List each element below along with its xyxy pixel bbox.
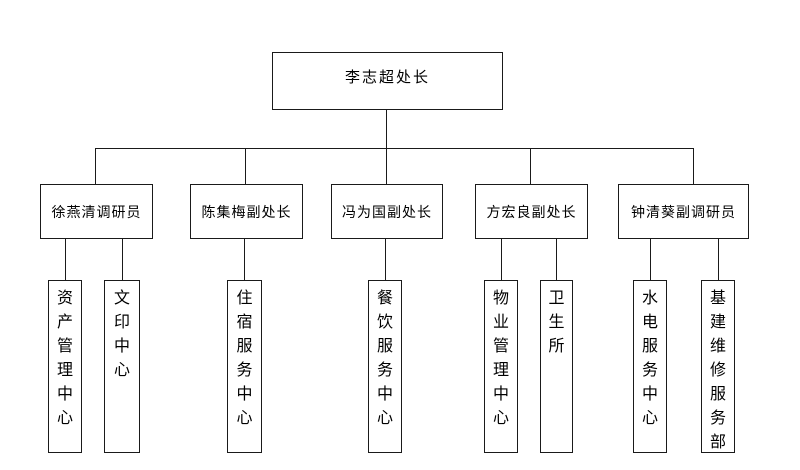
- connector-level1-bus: [95, 148, 694, 149]
- connector-drop-unit-7: [718, 239, 719, 280]
- connector-drop-branch-2: [386, 148, 387, 184]
- connector-drop-branch-1: [245, 148, 246, 184]
- connector-root-stem: [386, 110, 387, 148]
- org-node-unit: 资产管理中心: [48, 280, 82, 453]
- connector-drop-branch-0: [95, 148, 96, 184]
- connector-drop-branch-3: [530, 148, 531, 184]
- org-node-label: 餐饮服务中心: [376, 290, 393, 427]
- org-node-label: 钟清葵副调研员: [631, 204, 736, 220]
- org-node-director: 李志超处长: [272, 52, 503, 110]
- org-node-unit: 住宿服务中心: [227, 280, 262, 453]
- org-node-branch-head: 冯为国副处长: [331, 184, 443, 239]
- org-node-label: 方宏良副处长: [486, 204, 577, 220]
- org-node-branch-head: 钟清葵副调研员: [618, 184, 749, 239]
- connector-drop-unit-5: [556, 239, 557, 280]
- connector-drop-unit-1: [122, 239, 123, 280]
- org-node-branch-head: 方宏良副处长: [475, 184, 588, 239]
- connector-drop-unit-3: [385, 239, 386, 280]
- connector-drop-unit-0: [65, 239, 66, 280]
- org-node-label: 冯为国副处长: [342, 204, 432, 220]
- org-node-label: 资产管理中心: [56, 290, 73, 427]
- org-node-unit: 水电服务中心: [633, 280, 667, 453]
- org-node-label: 物业管理中心: [492, 290, 509, 427]
- org-node-label: 住宿服务中心: [236, 290, 253, 427]
- org-node-unit: 基建维修服务部: [701, 280, 735, 453]
- org-node-label: 陈集梅副处长: [201, 204, 292, 220]
- org-node-label: 基建维修服务部: [709, 290, 726, 451]
- org-node-unit: 文印中心: [104, 280, 140, 453]
- org-node-unit: 物业管理中心: [484, 280, 518, 453]
- org-node-label: 文印中心: [113, 290, 130, 379]
- connector-drop-unit-2: [244, 239, 245, 280]
- connector-drop-branch-4: [693, 148, 694, 184]
- org-node-unit: 卫生所: [540, 280, 573, 453]
- org-node-unit: 餐饮服务中心: [368, 280, 402, 453]
- org-node-label: 水电服务中心: [641, 290, 658, 427]
- org-node-label: 徐燕清调研员: [51, 204, 142, 220]
- connector-drop-unit-4: [501, 239, 502, 280]
- connector-drop-unit-6: [650, 239, 651, 280]
- org-node-branch-head: 徐燕清调研员: [40, 184, 153, 239]
- org-node-branch-head: 陈集梅副处长: [190, 184, 303, 239]
- org-node-label: 卫生所: [548, 290, 565, 355]
- org-node-label: 李志超处长: [344, 69, 430, 86]
